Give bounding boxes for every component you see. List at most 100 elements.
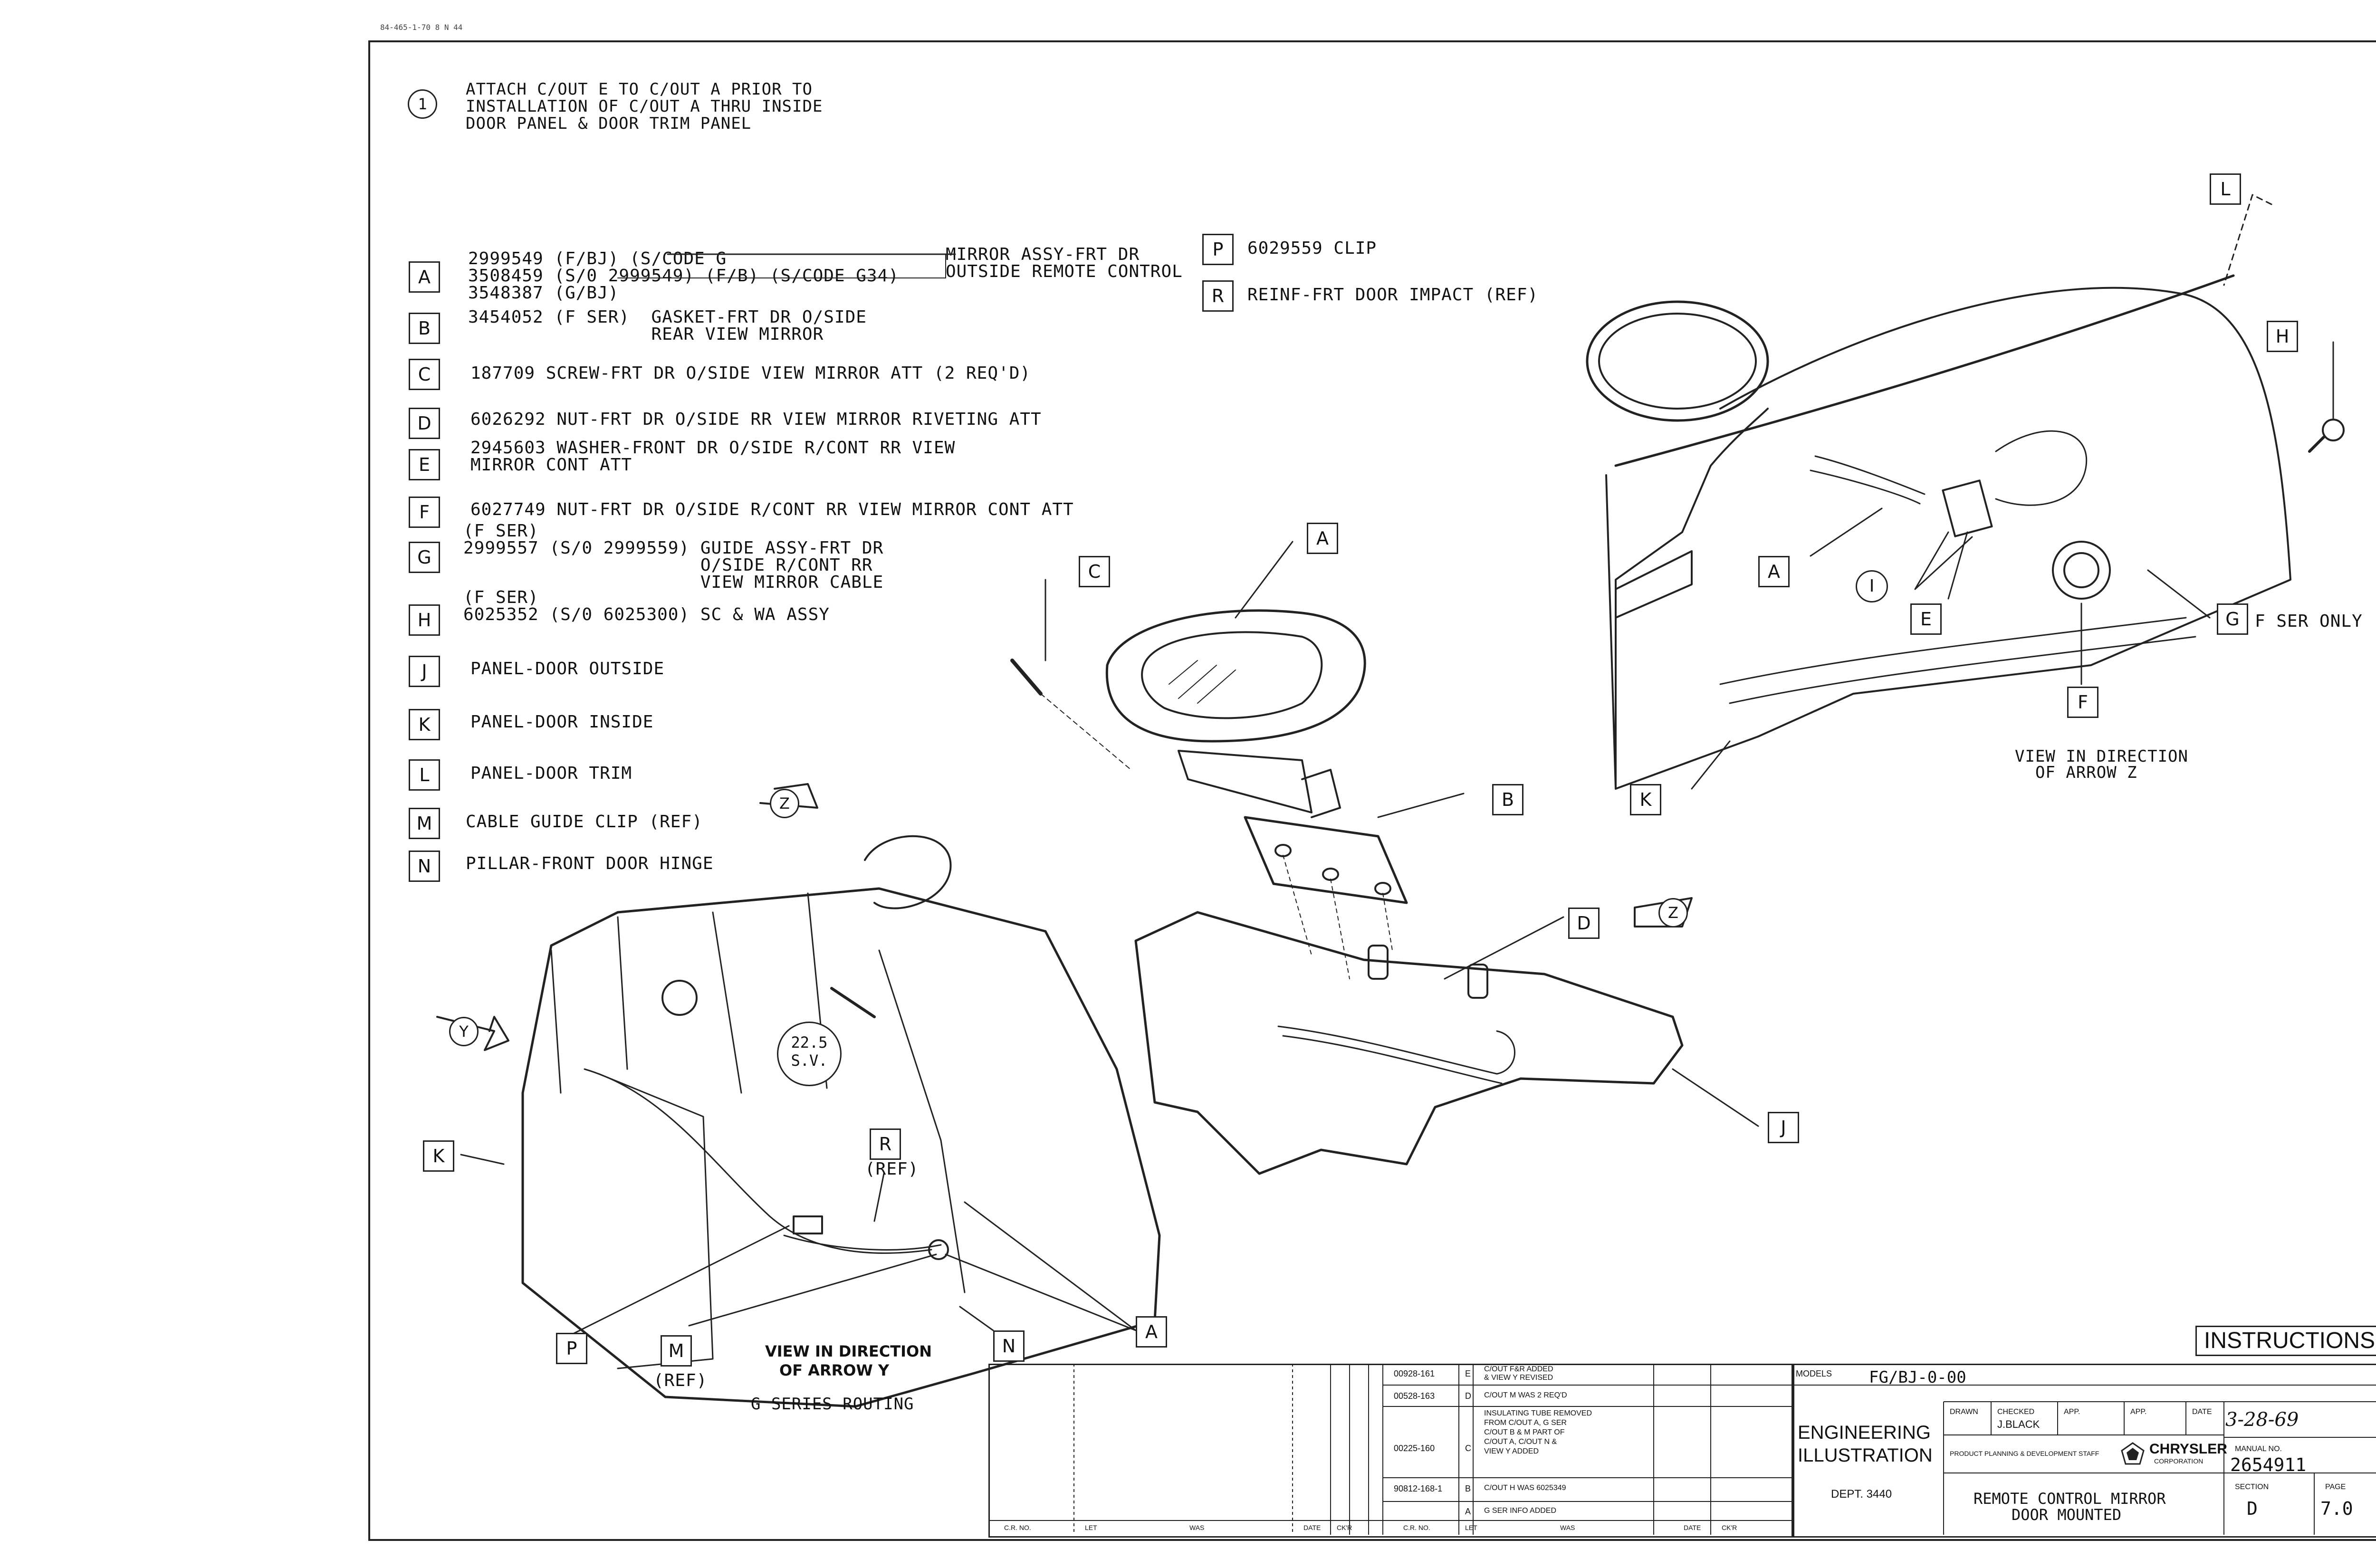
brand-sub: CORPORATION: [2154, 1457, 2204, 1465]
legend-letter-g: G: [409, 542, 440, 573]
revision-table-grid: [988, 1364, 1792, 1535]
rev-header-was: WAS: [1189, 1524, 1205, 1531]
title-block-grid: [1792, 1385, 2376, 1535]
callout-i: I: [1856, 570, 1888, 602]
dept-title-2: ILLUSTRATION: [1798, 1445, 1933, 1466]
rev-was-2: INSULATING TUBE REMOVED FROM C/OUT A, G …: [1484, 1409, 1592, 1455]
r-ref-label: (REF): [865, 1159, 919, 1179]
sv-angle: 22.5: [791, 1033, 828, 1052]
date-label: DATE: [2192, 1408, 2212, 1416]
arrow-z-marker-right: Z: [1658, 898, 1688, 927]
sv-angle-marker: 22.5 S.V.: [777, 1022, 842, 1086]
general-note: ATTACH C/OUT E TO C/OUT A PRIOR TO INSTA…: [466, 80, 823, 133]
brand-name: CHRYSLER: [2149, 1441, 2227, 1457]
rev-was-1: C/OUT M WAS 2 REQ'D: [1484, 1391, 1567, 1399]
sv-label: S.V.: [791, 1052, 828, 1070]
dept-number: DEPT. 3440: [1831, 1488, 1892, 1501]
rev-header-was-2: WAS: [1560, 1524, 1575, 1531]
rev-header-let-2: LET: [1465, 1524, 1477, 1531]
view-z-label: VIEW IN DIRECTION OF ARROW Z: [2015, 747, 2188, 782]
models-label: MODELS: [1796, 1369, 1832, 1378]
callout-h: H: [2267, 321, 2298, 352]
rev-header-date-2: DATE: [1684, 1524, 1701, 1531]
title-block: MODELS FG/BJ-0-00 ENGINEERING ILLUSTRATI…: [1792, 1364, 2376, 1538]
arrow-z-marker: Z: [770, 789, 799, 818]
view-y-label-line2: OF ARROW Y: [779, 1361, 890, 1379]
legend-text-p: 6029559 CLIP: [1247, 239, 1377, 258]
callout-k-view-y: K: [423, 1140, 454, 1172]
legend-text-f: 6027749 NUT-FRT DR O/SIDE R/CONT RR VIEW…: [470, 500, 1074, 519]
legend-text-e: 2945603 WASHER-FRONT DR O/SIDE R/CONT RR…: [470, 438, 956, 475]
rev-cr-1: 00528-163: [1394, 1391, 1435, 1401]
rev-header-ckr: CK'R: [1337, 1524, 1352, 1531]
instructions-header: INSTRUCTIONS: [2195, 1326, 2376, 1356]
legend-letter-c: C: [409, 359, 440, 390]
app-label: APP.: [2064, 1408, 2080, 1416]
date-value: 3-28-69: [2225, 1409, 2299, 1431]
legend-letter-f: F: [409, 497, 440, 528]
rev-cr-3: 90812-168-1: [1394, 1484, 1443, 1493]
staff-label: PRODUCT PLANNING & DEVELOPMENT STAFF: [1950, 1450, 2099, 1457]
rev-cr-0: 00928-161: [1394, 1369, 1435, 1378]
rev-header-cr-2: C.R. NO.: [1403, 1524, 1430, 1531]
manual-value: 2654911: [2230, 1454, 2307, 1475]
legend-text-g: (F SER) 2999557 (S/0 2999559) GUIDE ASSY…: [463, 521, 884, 592]
legend-letter-j: J: [409, 656, 440, 687]
legend-letter-b: B: [409, 313, 440, 344]
drawn-label: DRAWN: [1950, 1408, 1978, 1416]
rev-was-3: C/OUT H WAS 6025349: [1484, 1484, 1566, 1492]
callout-n: N: [993, 1330, 1025, 1362]
page-value: 7.0: [2320, 1498, 2353, 1519]
legend-text-n: PILLAR-FRONT DOOR HINGE: [466, 854, 714, 873]
view-z-drawing: [1586, 194, 2345, 790]
note-number-circle: 1: [408, 89, 437, 119]
drawing-title-1: REMOTE CONTROL MIRROR: [1974, 1490, 2166, 1508]
legend-text-j: PANEL-DOOR OUTSIDE: [470, 659, 665, 679]
mirror-exploded-view: [1010, 541, 1759, 1175]
legend-letter-h: H: [409, 604, 440, 636]
callout-g: G: [2217, 603, 2248, 635]
chrysler-pentastar-logo: [2121, 1442, 2145, 1466]
legend-letter-a: A: [409, 261, 440, 293]
g-series-routing-label: G SERIES ROUTING: [751, 1395, 914, 1414]
callout-a-view-y: A: [1136, 1316, 1167, 1348]
legend-text-d: 6026292 NUT-FRT DR O/SIDE RR VIEW MIRROR…: [470, 410, 1042, 429]
callout-b: B: [1492, 784, 1523, 815]
legend-text-b: 3454052 (F SER) GASKET-FRT DR O/SIDE REA…: [468, 307, 867, 344]
rev-header-date: DATE: [1303, 1524, 1321, 1531]
callout-r: R: [870, 1128, 901, 1160]
legend-text-a: 2999549 (F/BJ) (S/CODE G 3508459 (S/0 29…: [468, 249, 899, 303]
page-label: PAGE: [2325, 1483, 2346, 1491]
f-ser-only-label: F SER ONLY: [2255, 612, 2363, 631]
models-value: FG/BJ-0-00: [1869, 1368, 1966, 1387]
callout-j: J: [1768, 1112, 1799, 1143]
mirror-assy-label: MIRROR ASSY-FRT DR OUTSIDE REMOTE CONTRO…: [946, 245, 1183, 281]
view-y-label-line1: VIEW IN DIRECTION: [765, 1342, 932, 1360]
callout-p: P: [556, 1333, 587, 1364]
legend-letter-e: E: [409, 449, 440, 480]
section-value: D: [2247, 1498, 2258, 1519]
checked-value: J.BLACK: [1997, 1418, 2040, 1430]
legend-text-m: CABLE GUIDE CLIP (REF): [466, 812, 703, 832]
drawing-border: [368, 40, 2376, 1541]
legend-letter-k: K: [409, 709, 440, 740]
callout-e: E: [1910, 603, 1942, 635]
rev-cr-2: 00225-160: [1394, 1444, 1435, 1453]
app-label-2: APP.: [2130, 1408, 2147, 1416]
legend-text-c: 187709 SCREW-FRT DR O/SIDE VIEW MIRROR A…: [470, 363, 1031, 383]
legend-letter-n: N: [409, 851, 440, 882]
legend-letter-d: D: [409, 408, 440, 439]
rev-let-3: B: [1465, 1484, 1471, 1493]
arrow-y-marker: Y: [449, 1017, 479, 1046]
legend-text-h: (F SER) 6025352 (S/0 6025300) SC & WA AS…: [463, 588, 830, 624]
callout-m: M: [661, 1335, 692, 1367]
rev-was-0: C/OUT F&R ADDED & VIEW Y REVISED: [1484, 1365, 1553, 1382]
manual-label: MANUAL NO.: [2235, 1445, 2282, 1453]
rev-let-0: E: [1465, 1369, 1471, 1378]
callout-d: D: [1568, 908, 1600, 939]
section-label: SECTION: [2235, 1483, 2269, 1491]
dept-title-1: ENGINEERING: [1798, 1422, 1931, 1443]
rev-header-let: LET: [1085, 1524, 1097, 1531]
callout-k-view-z: K: [1630, 784, 1661, 815]
